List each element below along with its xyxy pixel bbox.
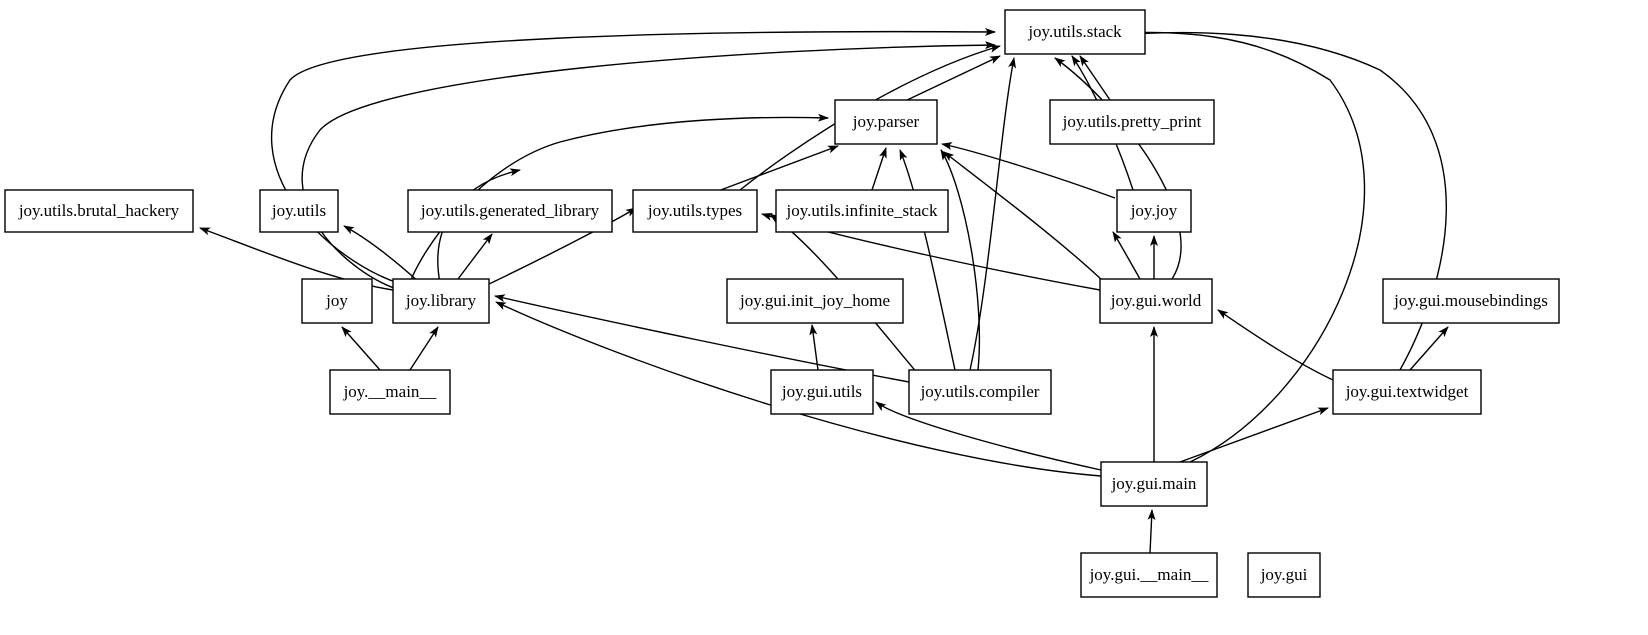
node-gui_init_joy_home[interactable]: joy.gui.init_joy_home <box>726 278 904 324</box>
node-label-gui_utils: joy.gui.utils <box>781 382 862 401</box>
node-utils_stack[interactable]: joy.utils.stack <box>1004 9 1146 55</box>
node-gui[interactable]: joy.gui <box>1247 552 1321 598</box>
node-box-utils_brutal[interactable] <box>4 189 194 233</box>
node-gui_world[interactable]: joy.gui.world <box>1099 278 1213 324</box>
node-box-utils_compiler[interactable] <box>908 369 1052 415</box>
edge-gui_textwidget-to-gui_world <box>1217 309 1334 381</box>
edge-gui_main-to-gui_textwidget <box>1179 407 1329 463</box>
edge-gui_main_dunder-to-gui_main <box>1147 509 1156 554</box>
node-box-gui_init_joy_home[interactable] <box>726 278 904 324</box>
node-label-utils_infinite: joy.utils.infinite_stack <box>786 201 938 220</box>
node-gui_textwidget[interactable]: joy.gui.textwidget <box>1332 369 1482 415</box>
node-gui_utils[interactable]: joy.gui.utils <box>770 369 874 415</box>
edge-joy_joy-to-parser <box>941 142 1116 199</box>
node-box-utils_types[interactable] <box>632 189 758 233</box>
node-box-utils[interactable] <box>259 189 339 233</box>
node-box-parser[interactable] <box>834 99 938 145</box>
node-label-joy: joy <box>325 291 348 310</box>
node-box-gui[interactable] <box>1247 552 1321 598</box>
edge-main_dunder-to-joy <box>341 326 381 371</box>
edge-utils_compiler-to-parser <box>940 149 981 371</box>
node-utils_brutal[interactable]: joy.utils.brutal_hackery <box>4 189 194 233</box>
node-box-library[interactable] <box>392 278 490 324</box>
node-layer: joy.utils.stack joy.parser joy.utils.prett… <box>4 9 1560 598</box>
node-main_dunder[interactable]: joy.__main__ <box>329 369 451 415</box>
edge-library-to-utils <box>343 225 421 284</box>
node-utils[interactable]: joy.utils <box>259 189 339 233</box>
edge-utils_pretty_print-to-utils_stack <box>1079 55 1111 101</box>
edge-gui_textwidget-to-gui_mousebindings <box>1409 326 1449 371</box>
node-box-joy[interactable] <box>301 278 373 324</box>
edge-main_dunder-to-library <box>409 326 439 371</box>
node-box-joy_joy[interactable] <box>1116 189 1192 233</box>
node-box-utils_generated[interactable] <box>407 189 613 233</box>
node-joy[interactable]: joy <box>301 278 373 324</box>
node-label-utils_brutal: joy.utils.brutal_hackery <box>18 201 180 220</box>
node-label-gui_main: joy.gui.main <box>1111 474 1197 493</box>
edge-gui_world-to-joy_joy <box>1112 231 1141 280</box>
edge-library-to-utils_stack <box>301 41 996 291</box>
edge-utils_compiler-to-utils_stack <box>969 57 1017 371</box>
node-parser[interactable]: joy.parser <box>834 99 938 145</box>
node-label-library: joy.library <box>405 291 477 310</box>
node-box-gui_main_dunder[interactable] <box>1080 552 1218 598</box>
node-utils_compiler[interactable]: joy.utils.compiler <box>908 369 1052 415</box>
edge-gui_main-to-utils_stack <box>1079 29 1366 463</box>
node-box-utils_stack[interactable] <box>1004 9 1146 55</box>
node-label-gui_world: joy.gui.world <box>1110 291 1202 310</box>
node-label-gui_mousebindings: joy.gui.mousebindings <box>1393 291 1548 310</box>
node-label-utils_compiler: joy.utils.compiler <box>920 382 1040 401</box>
node-label-main_dunder: joy.__main__ <box>343 382 437 401</box>
node-label-gui: joy.gui <box>1260 565 1308 584</box>
node-label-utils_generated: joy.utils.generated_library <box>420 201 600 220</box>
node-gui_main_dunder[interactable]: joy.gui.__main__ <box>1080 552 1218 598</box>
node-library[interactable]: joy.library <box>392 278 490 324</box>
node-label-joy_joy: joy.joy <box>1130 201 1178 220</box>
node-joy_joy[interactable]: joy.joy <box>1116 189 1192 233</box>
edge-utils_compiler-to-parser <box>899 149 956 371</box>
node-utils_pretty_print[interactable]: joy.utils.pretty_print <box>1049 99 1215 145</box>
node-box-gui_main[interactable] <box>1100 461 1208 507</box>
edge-library-to-parser <box>407 113 829 289</box>
node-box-gui_world[interactable] <box>1099 278 1213 324</box>
node-box-gui_textwidget[interactable] <box>1332 369 1482 415</box>
edge-utils_infinite-to-parser <box>871 147 887 191</box>
node-gui_mousebindings[interactable]: joy.gui.mousebindings <box>1382 278 1560 324</box>
node-utils_generated[interactable]: joy.utils.generated_library <box>407 189 613 233</box>
node-utils_types[interactable]: joy.utils.types <box>632 189 758 233</box>
edge-library-to-utils_types <box>488 207 637 285</box>
node-box-gui_utils[interactable] <box>770 369 874 415</box>
node-label-gui_main_dunder: joy.gui.__main__ <box>1089 565 1209 584</box>
edge-parser-to-utils_stack <box>904 55 1001 102</box>
edge-utils_types-to-parser <box>717 145 839 192</box>
node-box-main_dunder[interactable] <box>329 369 451 415</box>
node-box-utils_pretty_print[interactable] <box>1049 99 1215 145</box>
node-label-utils_types: joy.utils.types <box>647 201 742 220</box>
node-label-utils_pretty_print: joy.utils.pretty_print <box>1062 112 1202 131</box>
node-label-utils: joy.utils <box>271 201 326 220</box>
node-box-gui_mousebindings[interactable] <box>1382 278 1560 324</box>
edge-library-to-utils_generated <box>454 233 493 284</box>
node-utils_infinite[interactable]: joy.utils.infinite_stack <box>775 189 949 233</box>
node-label-parser: joy.parser <box>852 112 920 131</box>
node-label-gui_textwidget: joy.gui.textwidget <box>1345 382 1469 401</box>
edge-gui_main-to-library <box>495 301 1102 477</box>
node-label-utils_stack: joy.utils.stack <box>1027 22 1122 41</box>
node-box-utils_infinite[interactable] <box>775 189 949 233</box>
edge-gui_world-to-utils_stack <box>1054 57 1182 280</box>
edge-gui_utils-to-gui_init_joy_home <box>809 324 819 371</box>
edge-gui_world-to-parser <box>943 151 1105 283</box>
node-label-gui_init_joy_home: joy.gui.init_joy_home <box>739 291 890 310</box>
node-gui_main[interactable]: joy.gui.main <box>1100 461 1208 507</box>
edge-gui_main-to-gui_utils <box>875 401 1102 471</box>
